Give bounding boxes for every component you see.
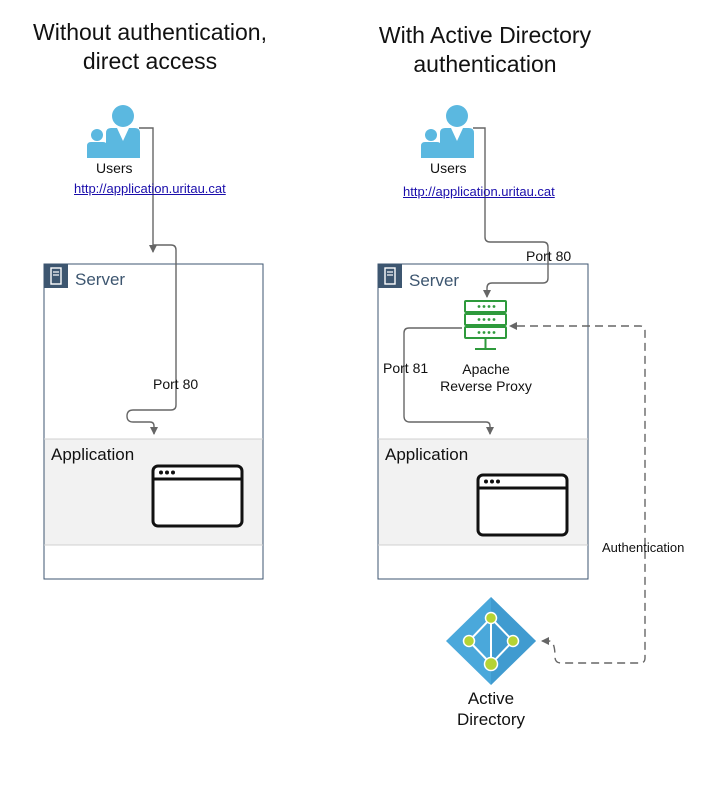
left-title-line2: direct access — [82, 48, 218, 74]
left-title-line1: Without authentication, — [33, 19, 267, 45]
left-url-link[interactable]: http://application.uritau.cat — [74, 181, 226, 196]
right-port80-label: Port 80 — [526, 248, 572, 264]
right-server-label: Server — [409, 271, 460, 290]
right-application-label: Application — [385, 445, 469, 464]
authentication-arrowhead-top — [509, 322, 517, 330]
right-title-line1: With Active Directory — [378, 22, 592, 48]
ad-label-line1: Active — [467, 689, 515, 708]
right-users-icon — [421, 105, 474, 158]
right-users-label: Users — [430, 160, 467, 176]
left-server-box — [43, 263, 264, 580]
proxy-label-line1: Apache — [462, 361, 510, 377]
authentication-label: Authentication — [602, 540, 685, 555]
right-users-to-server-connector — [473, 127, 549, 298]
active-directory-label: Active Directory — [431, 688, 551, 730]
left-users-to-server-connector — [139, 127, 157, 253]
left-users-label: Users — [96, 160, 133, 176]
left-server-label: Server — [75, 270, 126, 289]
proxy-label: Apache Reverse Proxy — [426, 361, 546, 395]
left-browser-window-icon — [151, 464, 244, 528]
left-port80-connector — [126, 244, 177, 435]
right-browser-window-icon — [476, 473, 569, 537]
right-server-icon — [378, 264, 402, 288]
proxy-label-line2: Reverse Proxy — [440, 378, 532, 394]
right-port81-connector — [403, 327, 494, 435]
active-directory-icon — [446, 597, 536, 685]
right-title-line2: authentication — [413, 51, 557, 77]
left-title: Without authentication, direct access — [10, 18, 290, 76]
left-application-label: Application — [51, 445, 135, 464]
authentication-connector — [517, 325, 646, 664]
proxy-server-icon — [464, 300, 507, 350]
left-server-icon — [44, 264, 68, 288]
right-title: With Active Directory authentication — [345, 21, 625, 79]
right-port81-label: Port 81 — [383, 360, 429, 376]
left-port80-label: Port 80 — [153, 376, 199, 392]
left-users-icon — [87, 105, 140, 158]
ad-label-line2: Directory — [456, 710, 525, 729]
right-url-link[interactable]: http://application.uritau.cat — [403, 184, 555, 199]
